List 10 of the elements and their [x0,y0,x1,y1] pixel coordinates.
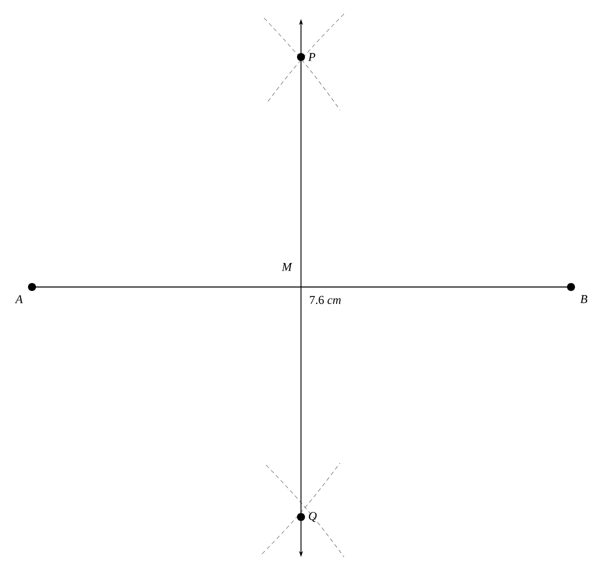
point: A [14,283,36,304]
node-label: A [14,295,23,304]
node-label: Q [308,512,317,522]
point: Q [297,512,317,522]
node-label: P [308,53,316,61]
point-label: M [282,263,292,271]
point: P [297,53,316,61]
node-label: B [580,295,588,304]
point: B [567,283,588,304]
measurement-label: 7.6 cm [310,296,341,304]
